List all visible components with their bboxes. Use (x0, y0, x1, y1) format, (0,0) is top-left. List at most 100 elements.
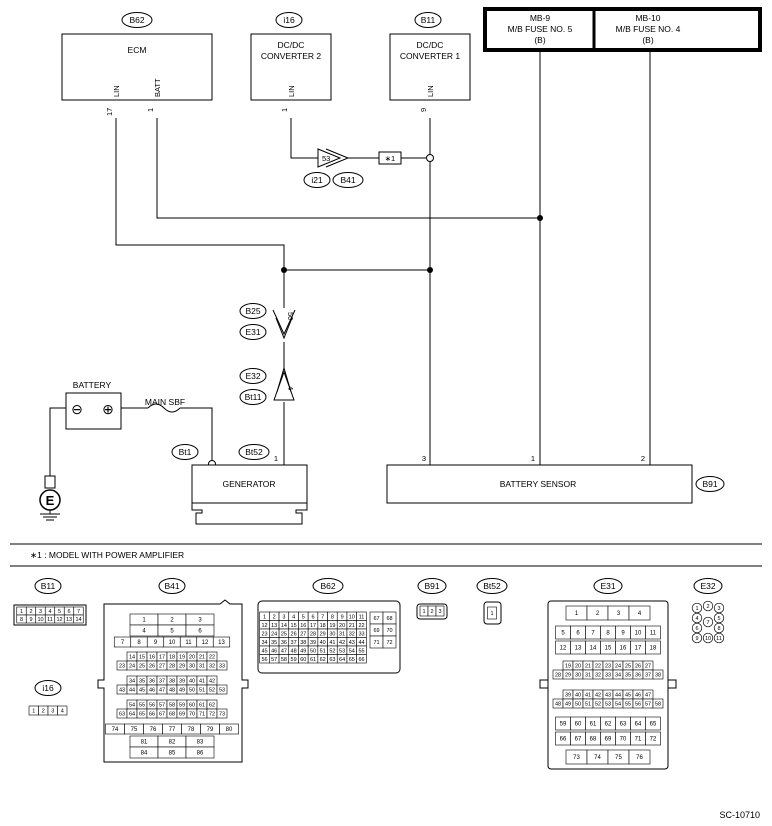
b62-pin-label: 15 (291, 623, 297, 629)
e31-pin-label: 31 (585, 673, 591, 679)
b11-pin-label: 6 (67, 609, 70, 615)
battery-minus-icon: ⊖ (71, 401, 83, 417)
b11-cell (73, 614, 84, 624)
b11-pin-label: 1 (20, 609, 23, 615)
ecm-batt-pin-no: 1 (146, 108, 155, 112)
e32-pin-circle (702, 616, 714, 628)
e32-pin-label: 11 (716, 636, 722, 642)
b41-pin-label: 82 (169, 740, 176, 746)
i16-cell (57, 705, 68, 716)
b62-pin-label: 39 (310, 640, 316, 646)
b62-pin-label: 55 (358, 648, 364, 654)
b62-pin-label: 57 (271, 657, 277, 663)
upper-pin: 53 (322, 154, 330, 163)
b62-pin-label: 28 (310, 631, 316, 637)
b41-cell (212, 636, 231, 648)
junction-dots (281, 215, 543, 273)
b62-pin-label: 30 (329, 631, 335, 637)
b41-pin-label: 73 (219, 712, 225, 718)
battery-sensor-connector-label: B91 (702, 479, 717, 489)
b62-pin-label: 21 (349, 623, 355, 629)
b62-view-label: B62 (320, 581, 335, 591)
b11-pin-label: 3 (39, 609, 42, 615)
e32-pin-label: 10 (705, 636, 711, 642)
b41-pin-label: 26 (149, 664, 155, 670)
e31-pin-label: 75 (615, 755, 622, 761)
b62-pin-label: 10 (349, 614, 355, 620)
fuse-icon (147, 403, 181, 413)
b62-pin-label: 7 (321, 614, 324, 620)
mid-label-1: B25 (245, 306, 260, 316)
e31-view-label: E31 (600, 581, 615, 591)
e31-cell (645, 640, 661, 655)
upper-label-2: B41 (340, 175, 355, 185)
e31-pin-label: 24 (615, 664, 621, 670)
b62-side-pin-label: 70 (386, 628, 392, 634)
b41-pin-label: 66 (149, 712, 155, 718)
b62-pin-label: 58 (281, 657, 287, 663)
battery-sensor: BATTERY SENSOR 3 1 2 B91 (386, 454, 725, 504)
document-id: SC-10710 (719, 810, 760, 820)
b11-pin-label: 2 (29, 609, 32, 615)
fuse5-id: MB-9 (530, 13, 551, 23)
b62-pin-label: 17 (310, 623, 316, 629)
e32-pin-label: 3 (717, 606, 720, 612)
e31-pin-label: 5 (561, 631, 565, 637)
e32-view-label: E32 (700, 581, 715, 591)
e31-pin-label: 33 (605, 673, 611, 679)
e31-pin-label: 45 (625, 693, 631, 699)
b41-pin-label: 28 (169, 664, 175, 670)
b91-view-label: B91 (424, 581, 439, 591)
b41-pin-label: 18 (169, 655, 175, 661)
b41-pin-label: 70 (189, 712, 195, 718)
dcdc1-connector-label: B11 (421, 15, 436, 25)
e32-pin-label: 8 (717, 626, 720, 632)
upper-label-1: i21 (311, 175, 323, 185)
fuse4-name: M/B FUSE NO. 4 (616, 24, 681, 34)
e31-pin-label: 74 (594, 755, 601, 761)
e31-pin-label: 53 (605, 702, 611, 708)
b41-pin-label: 68 (169, 712, 175, 718)
e31-pin-label: 23 (605, 664, 611, 670)
b62-pin-label: 38 (300, 640, 306, 646)
e31-pin-label: 34 (615, 673, 621, 679)
b62-pin-label: 56 (261, 657, 267, 663)
b41-pin-label: 30 (189, 664, 195, 670)
e31-pin-label: 26 (635, 664, 641, 670)
e31-pin-label: 21 (585, 664, 591, 670)
b41-pin-label: 6 (198, 629, 202, 635)
b41-pin-label: 61 (199, 703, 205, 709)
e31-pin-label: 2 (596, 611, 600, 617)
e32-pin-circle (691, 632, 703, 644)
i16-pin-label: 1 (32, 709, 35, 715)
inline-connector-upper: 53 i21 B41 ∗1 (303, 148, 402, 188)
b62-side-pin-label: 69 (373, 628, 379, 634)
b62-pin-label: 42 (339, 640, 345, 646)
e32-pin-circle (713, 632, 725, 644)
b62-pin-label: 49 (300, 648, 306, 654)
e31-pin-label: 65 (650, 722, 657, 728)
b41-pin-label: 8 (137, 640, 141, 646)
e31-pin-label: 76 (636, 755, 643, 761)
b41-pin-label: 29 (179, 664, 185, 670)
bt52-label: Bt52 (245, 447, 263, 457)
e31-pin-label: 56 (635, 702, 641, 708)
b11-pin-label: 10 (37, 617, 43, 623)
ecm-title: ECM (128, 45, 147, 55)
e31-pin-label: 15 (605, 646, 612, 652)
battery: BATTERY ⊖ ⊕ MAIN SBF (65, 380, 185, 430)
e31-pin-label: 6 (576, 631, 580, 637)
e32-pin-circle (691, 612, 703, 624)
e31-pin-label: 14 (590, 646, 597, 652)
b41-pin-label: 54 (129, 703, 135, 709)
e31-pin-label: 66 (560, 737, 567, 743)
b41-pin-label: 48 (169, 688, 175, 694)
fuse4-id: MB-10 (635, 13, 660, 23)
b62-pin-label: 48 (291, 648, 297, 654)
e32-pin-label: 9 (695, 636, 698, 642)
e31-cell (652, 669, 664, 680)
i16-pin-label: 3 (51, 709, 54, 715)
sensor-pin-1: 1 (531, 454, 535, 463)
note-marker: ∗1 (385, 154, 395, 163)
